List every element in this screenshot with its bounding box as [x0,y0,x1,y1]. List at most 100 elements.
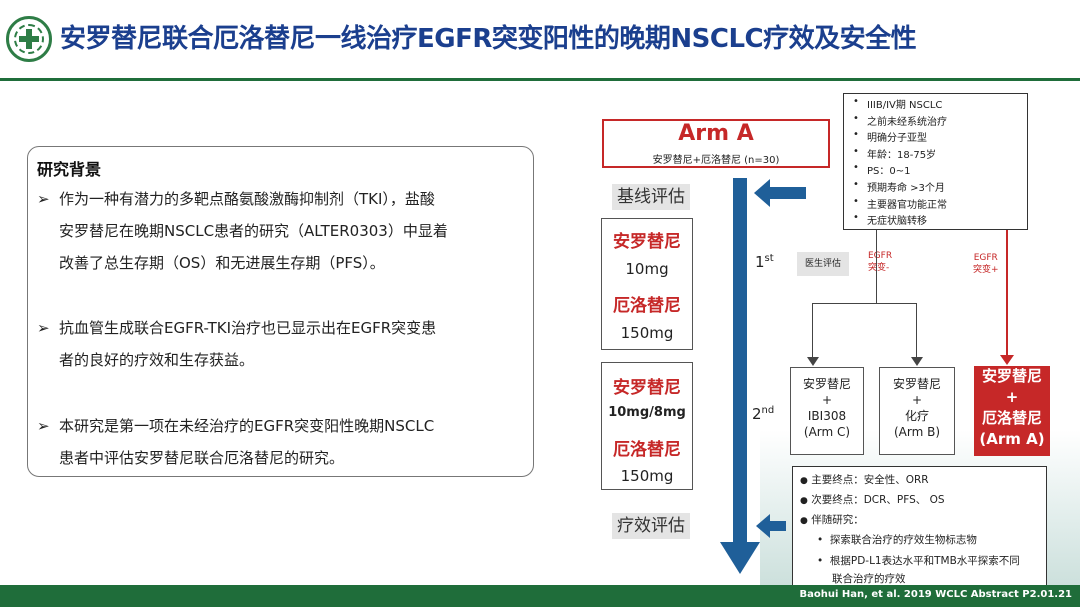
criteria-text: PS：0~1 [867,166,911,178]
arm-drug: 安罗替尼 [981,367,1042,385]
companion-sub-1: • 探索联合治疗的疗效生物标志物 [817,534,977,546]
eligibility-criteria-box [843,93,1028,230]
line-number: 2 [752,405,762,423]
doctor-eval-tag: 医生评估 [797,252,849,276]
timeline-arrows [720,178,806,574]
line-superscript: st [764,253,774,264]
header-divider [0,78,1080,81]
dose-value: 10mg/8mg [608,405,686,420]
hospital-logo-icon [6,16,52,62]
bullet-dot-icon: • [853,212,859,224]
citation: Baohui Han, et al. 2019 WCLC Abstract P2… [799,589,1073,600]
efficacy-eval-label: 疗效评估 [612,513,690,539]
endpoint-text: 根据PD-L1表达水平和TMB水平探索不同 [829,555,1020,567]
arm-plus: + [821,393,833,407]
arm-a-box: 安罗替尼 + 厄洛替尼 (Arm A) [974,366,1050,456]
connector-arrowheads [807,357,923,366]
bullet-dot-icon: • [853,112,859,124]
arm-drug: 安罗替尼 [892,377,941,391]
bullet-arrow-icon: ➢ [37,319,50,337]
bullet-line: 作为一种有潜力的多靶点酪氨酸激酶抑制剂（TKI），盐酸 [59,190,435,208]
dose-drug-anlotinib: 安罗替尼 [613,378,681,398]
arm-label: (Arm C) [803,425,851,439]
arrowhead-icon [807,357,819,366]
bullet-dot-icon: • [853,162,859,174]
egfr-text: EGFR [973,253,998,263]
companion-study: ● 伴随研究： [800,514,864,526]
egfr-negative-label: EGFR 突变- [868,250,892,274]
criteria-text: 预期寿命 >3个月 [867,183,945,194]
dose-drug-erlotinib: 厄洛替尼 [613,296,681,316]
second-line-label: 2nd [752,405,774,423]
dose-drug-erlotinib: 厄洛替尼 [613,440,681,460]
footer-bar [0,585,1080,607]
arm-drug: 厄洛替尼 [981,409,1042,427]
arrowhead-icon [911,357,923,366]
dose-box-first-line: 安罗替尼 10mg 厄洛替尼 150mg [601,218,693,350]
bullet-line: 改善了总生存期（OS）和无进展生存期（PFS）。 [59,254,385,272]
endpoint-text: 伴随研究： [811,514,864,526]
dose-value: 10mg [625,260,669,278]
arm-a-title: Arm A [678,121,754,146]
background-panel [27,146,534,477]
endpoint-text: 主要终点：安全性、ORR [811,474,929,486]
bullet-dot-icon: • [853,96,859,107]
bullet-dot-icon: • [853,129,859,141]
timeline-shaft [733,178,747,548]
arm-drug: IBI308 [807,409,847,423]
companion-sub-2: • 根据PD-L1表达水平和TMB水平探索不同 [817,555,1020,567]
companion-sub-2-cont: 联合治疗的疗效 [832,573,906,585]
bullet-dot-icon: • [853,145,859,157]
arm-a-subtitle: 安罗替尼+厄洛替尼 (n=30) [652,155,780,166]
egfr-status: 突变- [868,263,890,273]
arm-label: (Arm B) [893,425,941,439]
endpoint-text: 探索联合治疗的疗效生物标志物 [829,534,977,546]
timeline-arrowhead-icon [720,542,760,574]
bullet-line: 者的良好的疗效和生存获益。 [59,351,255,369]
bullet-arrow-icon: ➢ [37,190,50,208]
endpoint-text: 次要终点：DCR、PFS、 OS [811,494,945,506]
criteria-text: 主要器官功能正常 [867,199,947,211]
arm-label: (Arm A) [979,430,1045,448]
bullet-line: 患者中评估安罗替尼联合厄洛替尼的研究。 [59,449,345,467]
background-bullet-3: ➢ 本研究是第一项在未经治疗的EGFR突变阳性晚期NSCLC 患者中评估安罗替尼… [37,410,527,474]
criteria-text: 年龄：18-75岁 [867,149,937,161]
bullet-dot-icon: • [853,179,859,190]
first-line-label: 1st [755,253,774,271]
header-bar [0,0,1080,80]
arm-plus: + [1005,388,1019,406]
criteria-text: IIIB/IV期 NSCLC [867,100,943,111]
line-superscript: nd [761,405,775,416]
criteria-text: 无症状脑转移 [867,216,927,228]
secondary-endpoint: ● 次要终点：DCR、PFS、 OS [800,494,945,506]
background-bullet-2: ➢ 抗血管生成联合EGFR-TKI治疗也已显示出在EGFR突变患 者的良好的疗效… [37,312,527,376]
connector-line [876,230,877,304]
line-number: 1 [755,253,765,271]
bullet-line: 抗血管生成联合EGFR-TKI治疗也已显示出在EGFR突变患 [59,319,437,337]
baseline-arrow-shaft [770,187,806,199]
dose-drug-anlotinib: 安罗替尼 [613,232,681,252]
baseline-arrow-icon [754,179,770,207]
page-title: 安罗替尼联合厄洛替尼一线治疗EGFR突变阳性的晚期NSCLC疗效及安全性 [60,24,917,54]
background-heading: 研究背景 [37,160,102,179]
criteria-text: 之前未经系统治疗 [867,116,947,128]
efficacy-arrow-shaft [770,521,786,531]
arm-a-header-box [602,119,830,168]
egfr-text: EGFR [868,251,893,261]
efficacy-arrow-icon [756,514,770,538]
egfr-positive-label: EGFR 突变+ [973,252,999,276]
egfr-positive-arrowhead-icon [1000,355,1014,365]
dose-box-second-line: 安罗替尼 10mg/8mg 厄洛替尼 150mg [601,362,693,490]
primary-endpoint: ● 主要终点：安全性、ORR [800,474,929,486]
arm-c-box: 安罗替尼 + IBI308 (Arm C) [790,367,864,455]
baseline-eval-label: 基线评估 [612,184,690,210]
arm-drug: 安罗替尼 [802,377,851,391]
bullet-line: 本研究是第一项在未经治疗的EGFR突变阳性晚期NSCLC [59,417,435,435]
bullet-dot-icon: • [853,195,859,207]
criteria-text: 明确分子亚型 [867,133,927,145]
bullet-line: 安罗替尼在晚期NSCLC患者的研究（ALTER0303）中显着 [59,222,448,240]
connector-line [812,303,916,304]
dose-value: 150mg [620,324,674,342]
bullet-arrow-icon: ➢ [37,417,50,435]
egfr-status: 突变+ [973,265,999,275]
